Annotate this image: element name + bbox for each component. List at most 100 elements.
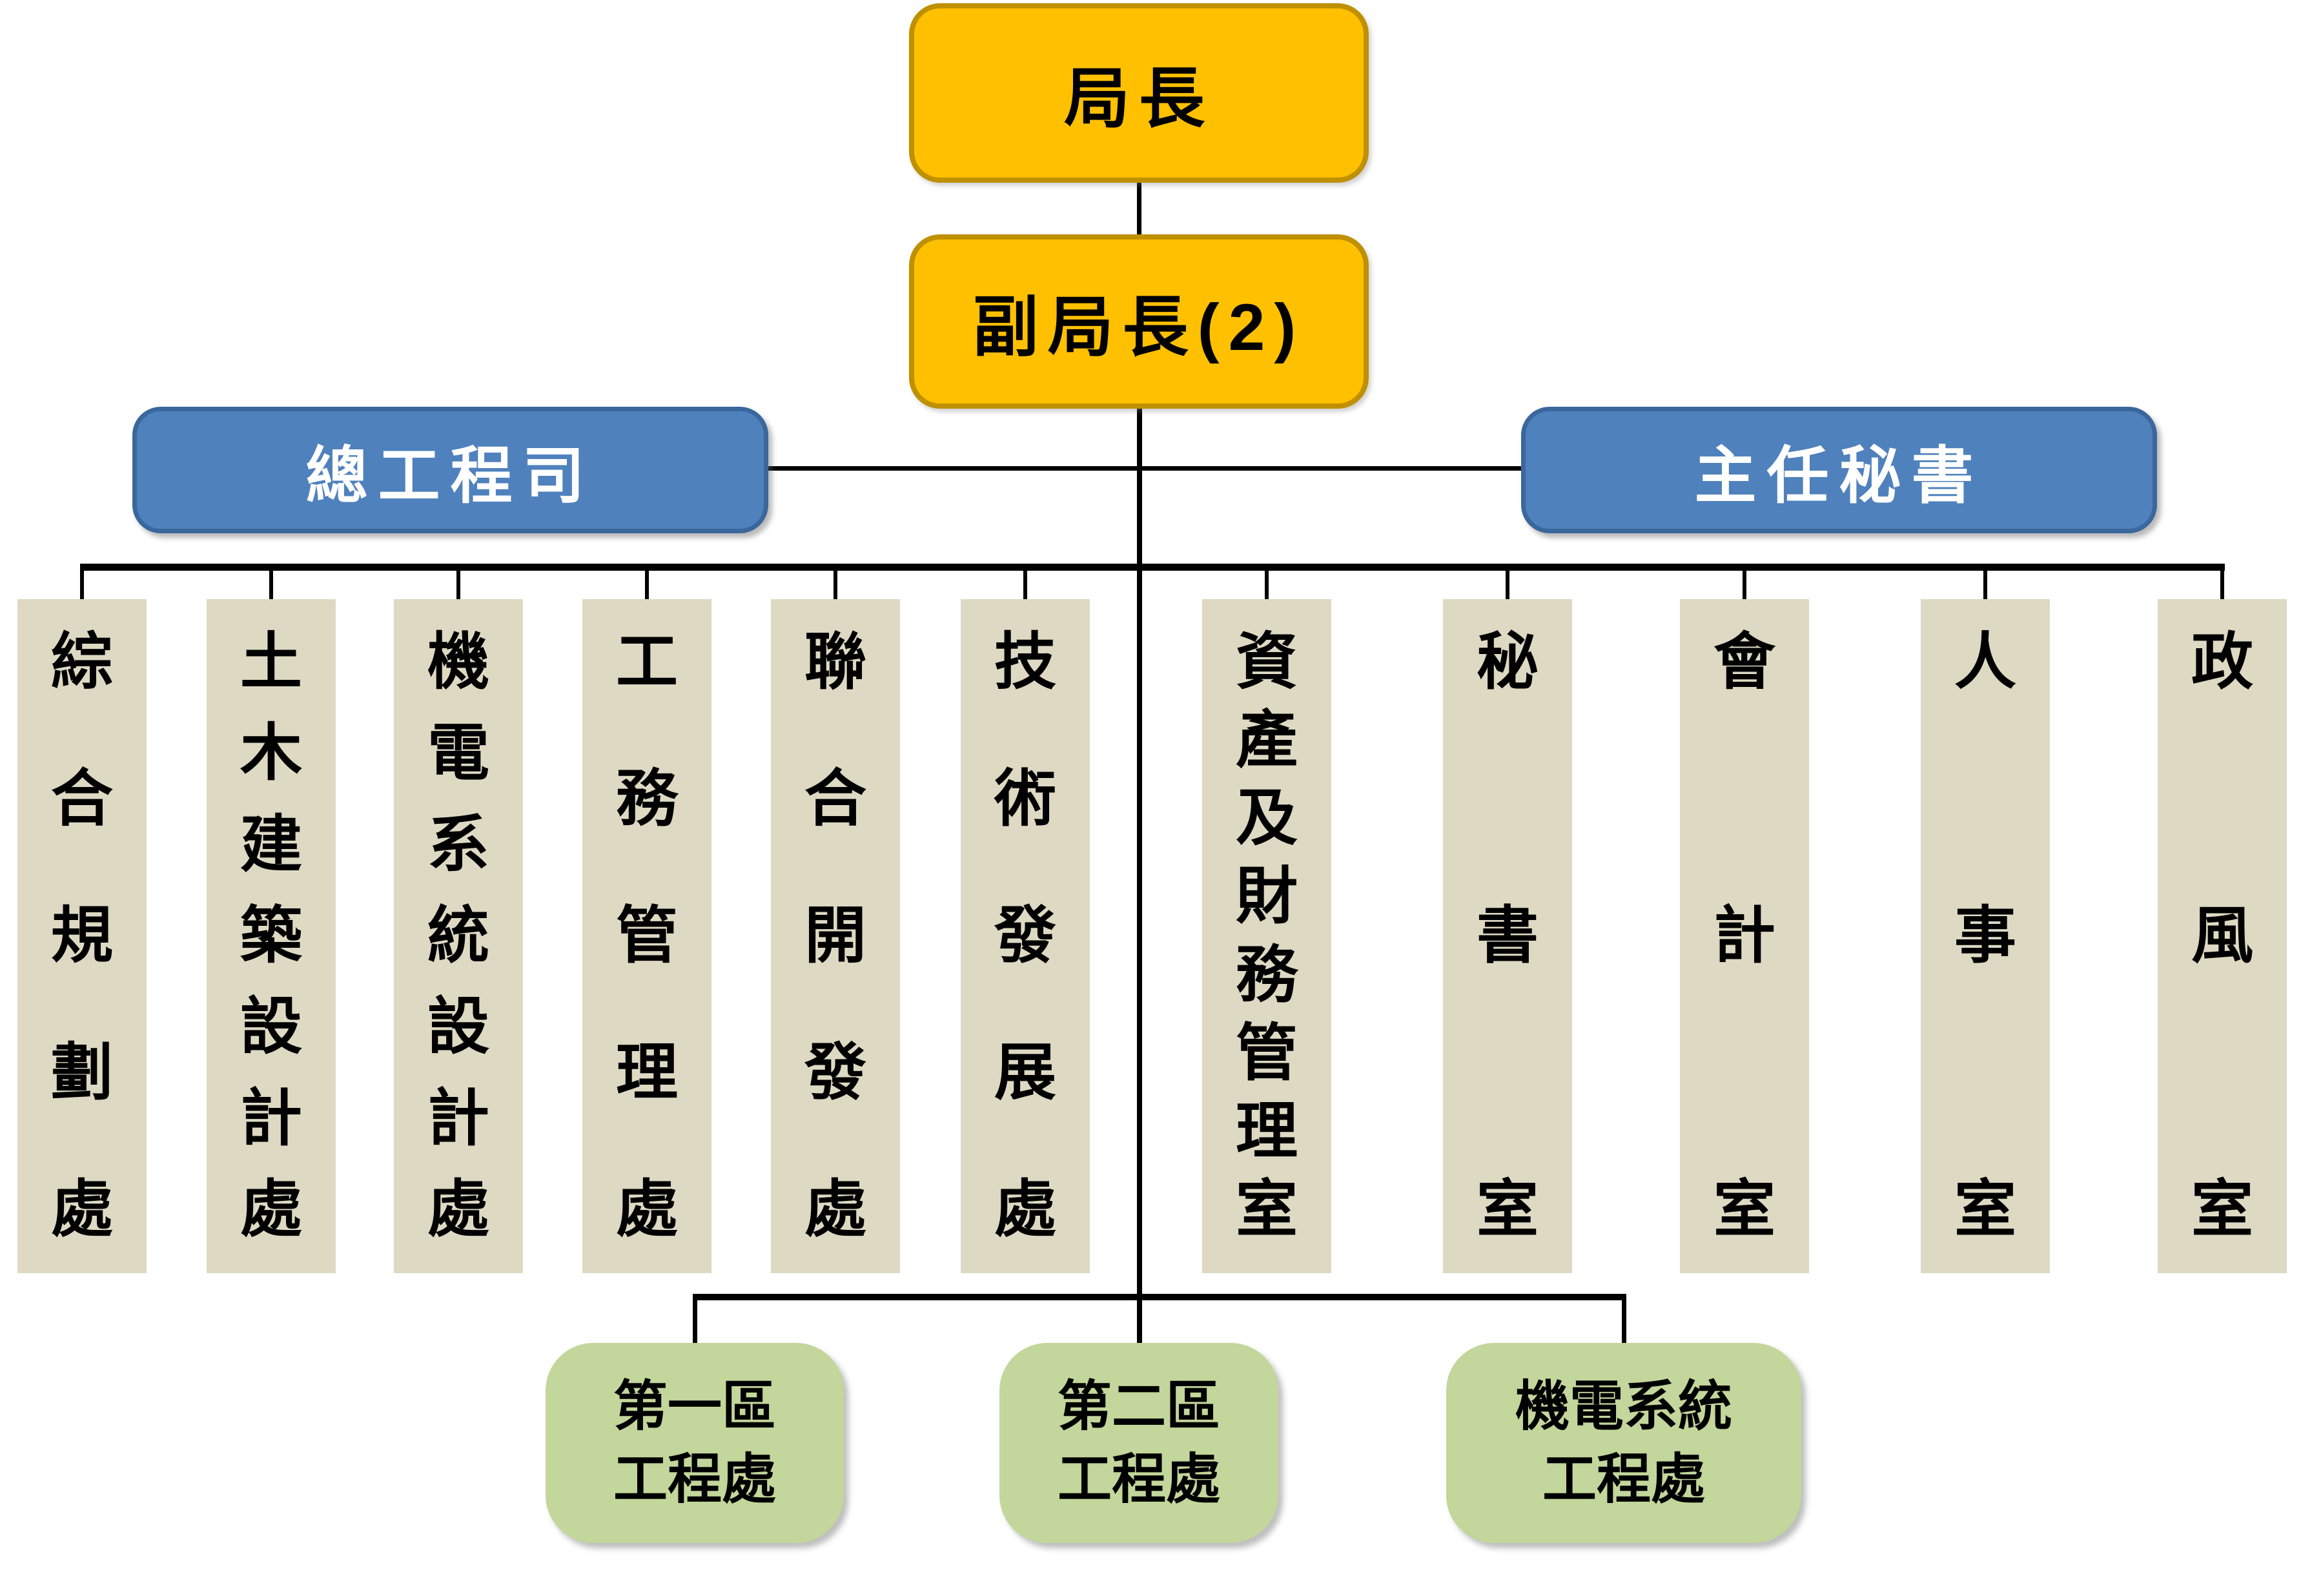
office-box-district-1-line1: 第一區 [613, 1376, 776, 1437]
connector-drop-dept-10 [1983, 571, 1987, 599]
node-chief-engineer: 總工程司 [132, 407, 768, 533]
dept-label-char: 技 [994, 628, 1056, 697]
connector-drop-dept-6 [1023, 571, 1027, 599]
dept-box-technology-development: 技術發展處 [961, 599, 1090, 1273]
connector-departments-horizontal [80, 564, 2225, 571]
dept-label-char: 電 [427, 719, 489, 788]
connector-drop-office-1 [693, 1300, 697, 1343]
dept-label-char: 規 [51, 901, 113, 970]
dept-label-char: 統 [427, 901, 489, 970]
node-deputy-director-label: 副局長(2) [972, 290, 1305, 364]
dept-label-char: 書 [1477, 901, 1539, 970]
connector-drop-dept-11 [2220, 571, 2224, 599]
connector-drop-dept-4 [645, 571, 649, 599]
dept-label-char: 室 [1236, 1174, 1298, 1244]
dept-label-char: 財 [1236, 862, 1298, 932]
node-chief-engineer-label: 總工程司 [305, 441, 595, 511]
dept-label-char: 理 [1236, 1096, 1298, 1166]
node-chief-secretary: 主任秘書 [1521, 407, 2157, 533]
dept-label-char: 處 [804, 1175, 866, 1244]
dept-label-char: 系 [427, 810, 489, 879]
dept-label-char: 展 [994, 1038, 1056, 1107]
dept-label-char: 建 [240, 810, 302, 879]
dept-label-char: 計 [1713, 901, 1775, 970]
dept-label-char: 聯 [804, 628, 866, 697]
dept-label-char: 秘 [1477, 628, 1539, 697]
dept-box-comprehensive-planning: 綜合規劃處 [17, 599, 147, 1273]
dept-label-char: 處 [616, 1175, 678, 1244]
office-box-electromechanical: 機電系統 工程處 [1446, 1343, 1801, 1543]
dept-box-asset-financial-management: 資產及財務管理室 [1202, 599, 1331, 1273]
connector-director-deputy [1137, 183, 1141, 236]
dept-label-char: 務 [1236, 940, 1298, 1010]
office-box-district-2: 第二區 工程處 [999, 1343, 1278, 1543]
dept-label-char: 事 [1954, 901, 2016, 970]
dept-label-char: 及 [1236, 784, 1298, 854]
dept-label-char: 開 [804, 901, 866, 970]
dept-label-char: 機 [427, 628, 489, 697]
dept-label-char: 會 [1713, 628, 1775, 697]
dept-label-char: 室 [1477, 1175, 1539, 1244]
connector-drop-dept-7 [1265, 571, 1269, 599]
dept-label-char: 政 [2191, 628, 2253, 697]
connector-offices-horizontal [693, 1294, 1626, 1300]
office-box-district-2-line1: 第二區 [1057, 1376, 1220, 1437]
office-box-district-2-line2: 工程處 [1057, 1449, 1220, 1509]
dept-box-electromechanical-design: 機電系統設計處 [394, 599, 523, 1273]
dept-label-char: 室 [2191, 1175, 2253, 1244]
connector-chief-secretary [1140, 466, 1521, 471]
office-box-district-1: 第一區 工程處 [546, 1343, 844, 1543]
dept-label-char: 處 [240, 1174, 302, 1244]
connector-drop-office-3 [1622, 1300, 1626, 1343]
dept-label-char: 劃 [51, 1038, 113, 1107]
dept-label-char: 室 [1954, 1175, 2016, 1244]
dept-label-char: 產 [1236, 706, 1298, 775]
dept-box-accounting: 會計室 [1680, 599, 1809, 1273]
dept-label-char: 務 [616, 764, 678, 834]
dept-label-char: 計 [427, 1083, 489, 1153]
dept-label-char: 術 [994, 764, 1056, 834]
dept-label-char: 合 [804, 764, 866, 834]
dept-label-char: 室 [1713, 1175, 1775, 1244]
connector-drop-dept-8 [1506, 571, 1509, 599]
node-director: 局長 [909, 3, 1369, 183]
connector-drop-dept-3 [456, 571, 460, 599]
dept-label-char: 設 [427, 992, 489, 1062]
node-director-label: 局長 [1064, 61, 1214, 136]
dept-label-char: 處 [994, 1175, 1056, 1244]
dept-box-civil-architectural-design: 土木建築設計處 [207, 599, 336, 1273]
office-box-electromechanical-line2: 工程處 [1542, 1449, 1705, 1509]
dept-box-personnel: 人事室 [1921, 599, 2050, 1273]
dept-label-char: 土 [240, 628, 302, 697]
dept-label-char: 發 [804, 1038, 866, 1107]
dept-label-char: 管 [616, 901, 678, 970]
connector-chief-engineer [768, 466, 1140, 471]
dept-label-char: 管 [1236, 1018, 1298, 1088]
node-deputy-director: 副局長(2) [909, 234, 1369, 409]
connector-drop-dept-2 [269, 571, 273, 599]
dept-label-char: 處 [427, 1174, 489, 1244]
dept-label-char: 築 [240, 901, 302, 970]
dept-label-char: 計 [240, 1083, 302, 1153]
node-chief-secretary-label: 主任秘書 [1694, 441, 1984, 511]
connector-center-vertical [1137, 407, 1142, 1343]
dept-label-char: 資 [1236, 628, 1298, 697]
dept-label-char: 木 [240, 719, 302, 788]
dept-label-char: 工 [616, 628, 678, 697]
connector-drop-dept-1 [80, 571, 84, 599]
dept-label-char: 處 [51, 1175, 113, 1244]
dept-label-char: 理 [616, 1038, 678, 1107]
dept-box-secretariat: 秘書室 [1443, 599, 1572, 1273]
dept-label-char: 發 [994, 901, 1056, 970]
dept-box-civil-service-ethics: 政風室 [2158, 599, 2287, 1273]
office-box-electromechanical-line1: 機電系統 [1515, 1376, 1732, 1437]
connector-drop-dept-9 [1743, 571, 1746, 599]
dept-label-char: 綜 [51, 628, 113, 697]
dept-box-joint-development: 聯合開發處 [771, 599, 900, 1273]
dept-label-char: 人 [1954, 628, 2016, 697]
dept-label-char: 合 [51, 764, 113, 834]
dept-label-char: 設 [240, 992, 302, 1062]
dept-label-char: 風 [2191, 901, 2253, 970]
office-box-district-1-line2: 工程處 [613, 1449, 776, 1509]
